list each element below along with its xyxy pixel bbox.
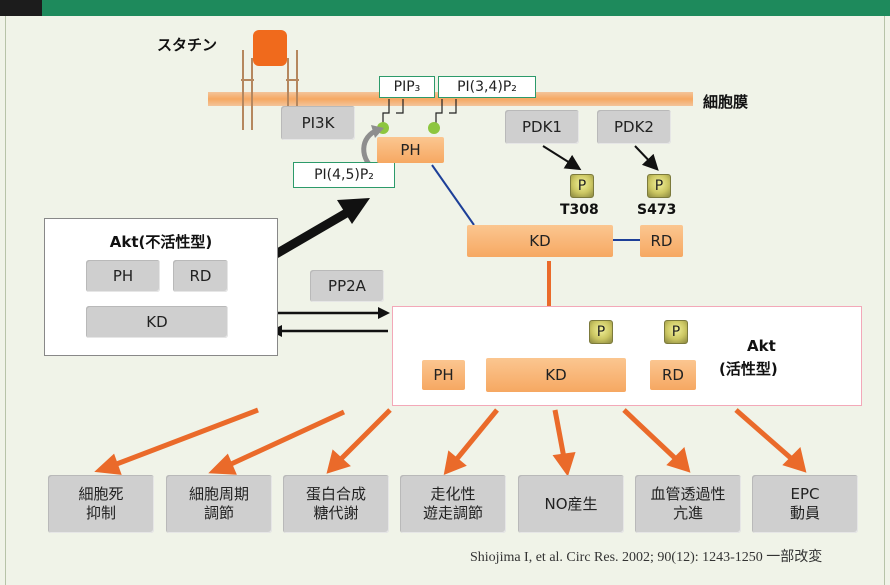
effect-line2: 調節 bbox=[203, 504, 234, 522]
citation: Shiojima I, et al. Circ Res. 2002; 90(12… bbox=[470, 550, 823, 565]
akt-inactive-ph: PH bbox=[86, 260, 160, 292]
akt-active-phospho-2: P bbox=[664, 320, 688, 344]
s473-label: S473 bbox=[637, 202, 677, 218]
pdk1-box: PDK1 bbox=[505, 110, 579, 144]
effect-vascular-permeability: 血管透過性 亢進 bbox=[635, 475, 741, 533]
header-accent bbox=[0, 0, 42, 16]
effect-line1: 細胞周期 bbox=[188, 485, 249, 504]
akt-inactive-rd: RD bbox=[173, 260, 228, 292]
effect-apoptosis-inhibition: 細胞死 抑制 bbox=[48, 475, 154, 533]
akt-inactive-panel: Akt(不活性型) bbox=[44, 218, 278, 356]
effect-line2: 糖代謝 bbox=[313, 504, 359, 522]
effect-line1: 細胞死 bbox=[78, 485, 124, 504]
rd-domain-membrane: RD bbox=[640, 225, 683, 257]
akt-inactive-kd: KD bbox=[86, 306, 228, 338]
effect-epc-mobilization: EPC 動員 bbox=[752, 475, 858, 533]
effect-no-production: NO産生 bbox=[518, 475, 624, 533]
pi34p2-box: PI(3,4)P₂ bbox=[438, 76, 536, 98]
akt-active-phospho-1: P bbox=[589, 320, 613, 344]
t308-label: T308 bbox=[560, 202, 599, 218]
figure-frame bbox=[5, 16, 885, 585]
effect-line1: 走化性 bbox=[430, 485, 476, 504]
effect-cell-cycle: 細胞周期 調節 bbox=[166, 475, 272, 533]
akt-active-title: Akt bbox=[747, 337, 776, 355]
pi3k-box: PI3K bbox=[281, 106, 355, 140]
effect-line2: 抑制 bbox=[85, 504, 116, 522]
effect-line2: 動員 bbox=[789, 504, 820, 522]
akt-active-panel bbox=[392, 306, 862, 406]
pp2a-box: PP2A bbox=[310, 270, 384, 302]
membrane-label: 細胞膜 bbox=[703, 93, 749, 111]
effect-line1: 血管透過性 bbox=[650, 485, 726, 504]
pdk2-box: PDK2 bbox=[597, 110, 671, 144]
effect-line1: NO産生 bbox=[544, 494, 598, 513]
effect-line2: 遊走調節 bbox=[422, 504, 483, 522]
kd-domain-membrane: KD bbox=[467, 225, 613, 257]
lipid-dot bbox=[428, 122, 440, 134]
akt-inactive-title: Akt(不活性型) bbox=[109, 233, 213, 251]
header-bar bbox=[0, 0, 890, 16]
effect-line1: 蛋白合成 bbox=[305, 485, 366, 504]
akt-active-ph: PH bbox=[422, 360, 465, 390]
akt-active-subtitle: (活性型) bbox=[719, 360, 778, 378]
akt-active-kd: KD bbox=[486, 358, 626, 392]
cell-membrane bbox=[208, 92, 693, 106]
phospho-s473: P bbox=[647, 174, 671, 198]
effect-line2: 亢進 bbox=[672, 504, 703, 522]
phospho-t308: P bbox=[570, 174, 594, 198]
statin-label: スタチン bbox=[157, 36, 218, 54]
effect-chemotaxis: 走化性 遊走調節 bbox=[400, 475, 506, 533]
effect-protein-synthesis: 蛋白合成 糖代謝 bbox=[283, 475, 389, 533]
pip3-box: PIP₃ bbox=[379, 76, 435, 98]
effect-line1: EPC bbox=[790, 485, 820, 504]
akt-active-rd: RD bbox=[650, 360, 696, 390]
ph-domain-membrane: PH bbox=[377, 137, 444, 163]
pi45p2-box: PI(4,5)P₂ bbox=[293, 162, 395, 188]
